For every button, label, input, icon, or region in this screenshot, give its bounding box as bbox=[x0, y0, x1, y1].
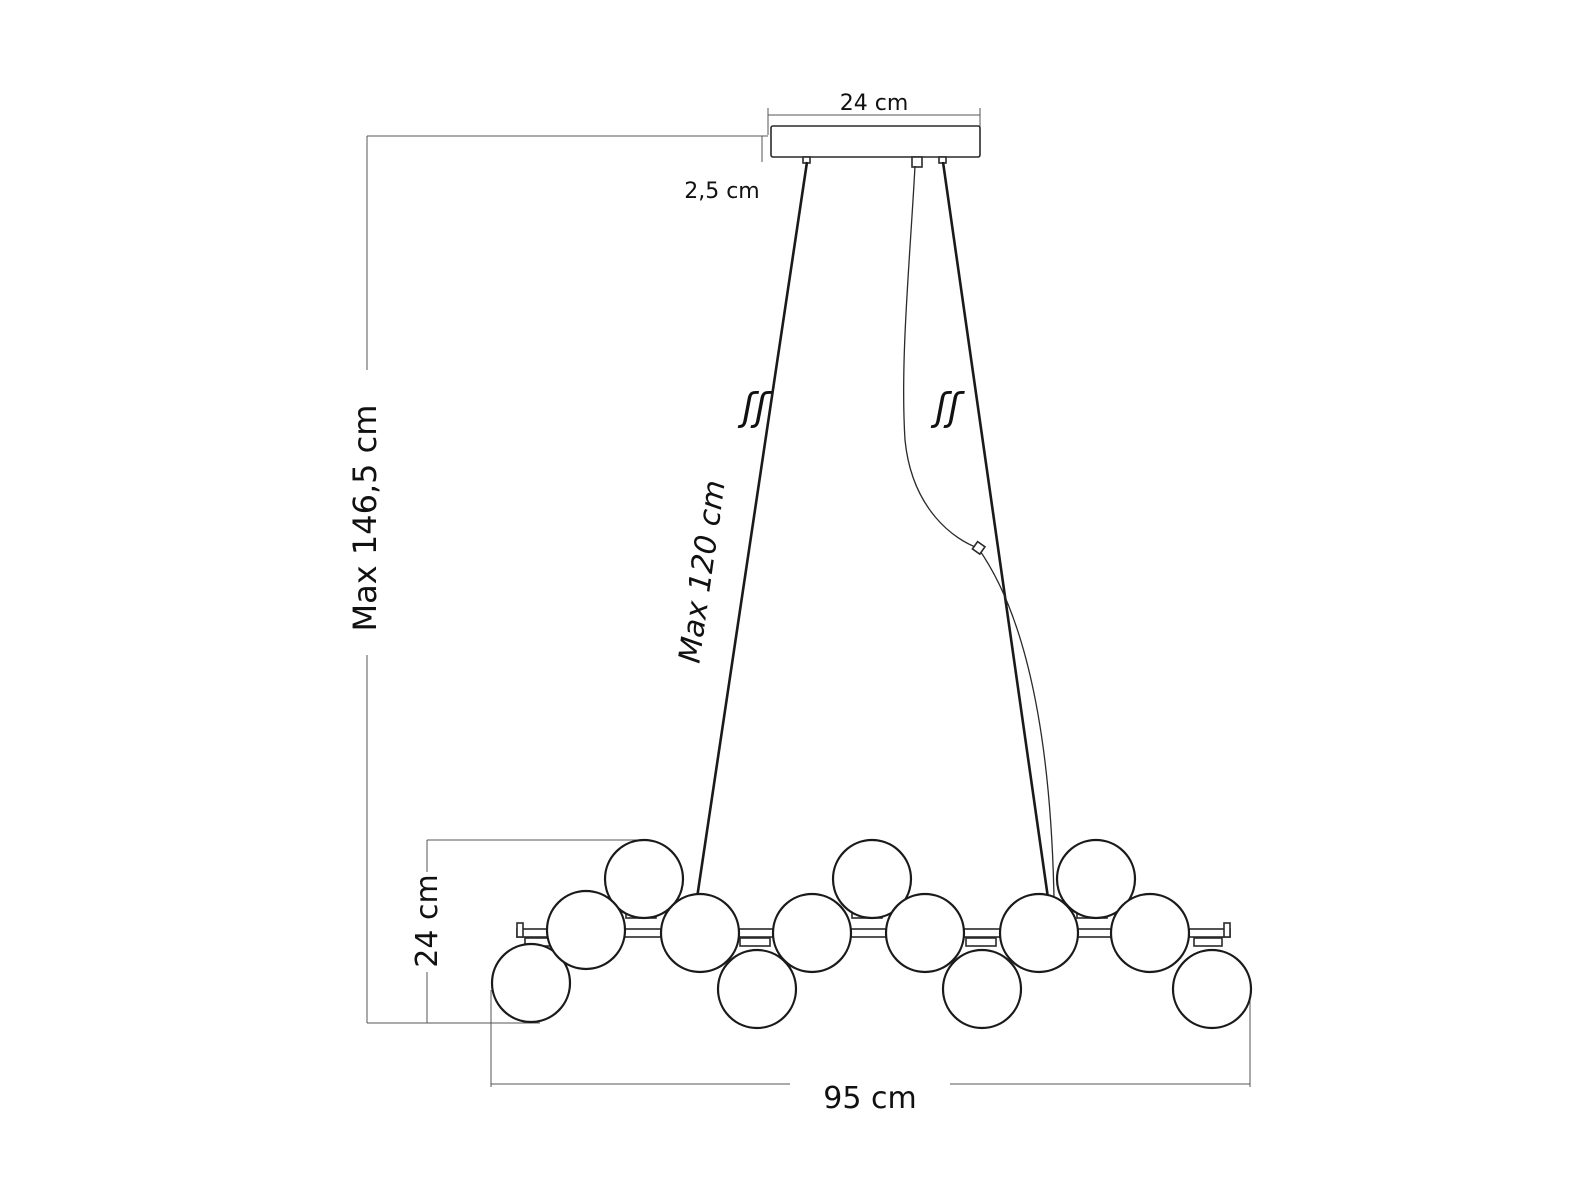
globe bbox=[659, 892, 741, 974]
wire-length-label: Max 120 cm bbox=[672, 478, 732, 665]
power-cable-lower bbox=[977, 547, 1055, 899]
globe bbox=[941, 948, 1023, 1030]
canopy-height-label: 2,5 cm bbox=[684, 179, 760, 204]
globe bbox=[831, 838, 913, 920]
left-suspension-wire bbox=[695, 161, 809, 899]
globe bbox=[1109, 892, 1191, 974]
fixture-width-label: 95 cm bbox=[823, 1081, 916, 1116]
globe bbox=[716, 948, 798, 1030]
globe bbox=[998, 892, 1080, 974]
wire-break-symbol-right: ʃʃ bbox=[930, 385, 966, 429]
globe bbox=[771, 892, 853, 974]
dimension-lines bbox=[366, 108, 1251, 1087]
globe bbox=[1171, 948, 1253, 1030]
fixture-height-label: 24 cm bbox=[410, 874, 445, 967]
ceiling-canopy bbox=[770, 125, 981, 168]
globe bbox=[603, 838, 685, 920]
power-cable-upper bbox=[902, 165, 979, 549]
right-suspension-wire bbox=[941, 161, 1050, 899]
wire-break-symbol-left: ʃʃ bbox=[737, 385, 773, 429]
glass-globes bbox=[490, 838, 1253, 1030]
globe bbox=[490, 942, 572, 1024]
suspension bbox=[695, 161, 1055, 899]
total-height-label: Max 146,5 cm bbox=[346, 405, 384, 632]
globe bbox=[884, 892, 966, 974]
globe bbox=[545, 889, 627, 971]
globe bbox=[1055, 838, 1137, 920]
canopy-width-label: 24 cm bbox=[840, 91, 909, 116]
